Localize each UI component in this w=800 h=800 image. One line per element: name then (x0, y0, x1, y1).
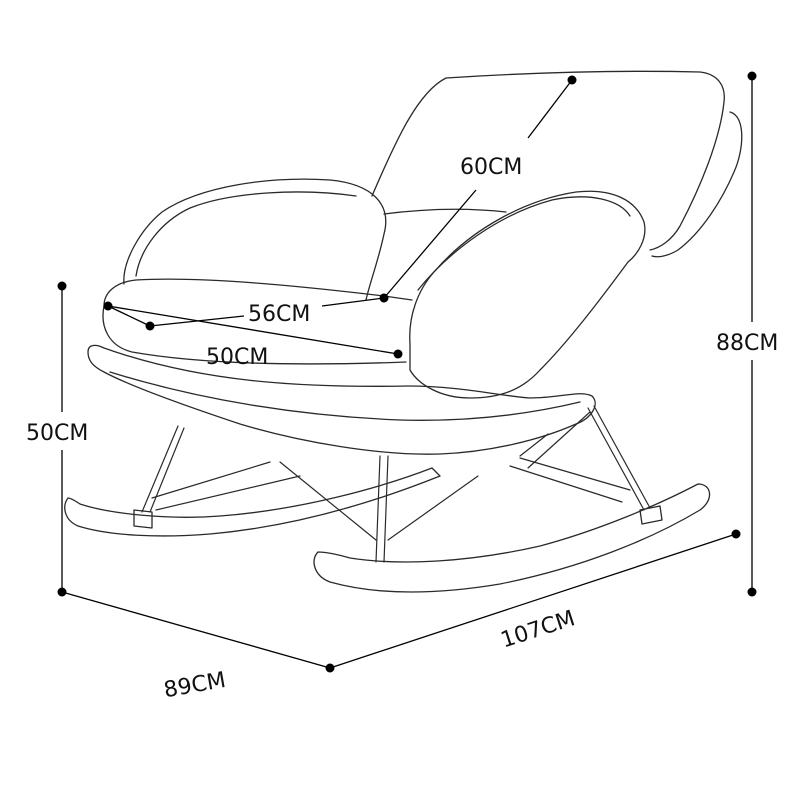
backrest-width-dot-top (567, 75, 577, 85)
left-rocker-bracket (133, 509, 153, 529)
seat-depth-dot-right (393, 349, 403, 359)
length-label: 107CM (498, 606, 578, 653)
left-armrest-inner (135, 191, 357, 277)
seat-cushion (103, 278, 413, 307)
right-armrest-inner (417, 196, 631, 291)
seat-depth-line (107, 305, 399, 355)
seat-cushion-front (102, 305, 407, 365)
backrest-width-line-lower (383, 189, 477, 299)
base-shell (87, 344, 596, 455)
total-height-label: 88CM (716, 331, 778, 356)
total-height-dot-bottom (747, 587, 757, 597)
right-armrest (409, 190, 646, 399)
length-dot-end (731, 529, 741, 539)
seat-height-dot-top (57, 281, 67, 291)
rocking-chair (64, 70, 743, 593)
back-cushion (383, 208, 507, 215)
dimension-labels: 60CM 56CM 50CM 50CM 88CM 107CM 89CM (26, 155, 778, 703)
backrest-width-label: 60CM (460, 155, 522, 180)
backrest-width-line (527, 79, 573, 139)
left-armrest (123, 178, 387, 301)
length-line (329, 533, 737, 669)
seat-depth-line-short (107, 305, 151, 327)
base-shell-inner (109, 371, 581, 421)
seat-width-line-right (321, 297, 385, 307)
backrest-side-edge (651, 111, 743, 258)
right-rocker-bracket (639, 505, 663, 525)
depth-label: 89CM (162, 668, 228, 703)
right-rocker (313, 483, 711, 593)
seat-depth-dot-left (103, 301, 113, 311)
seat-width-label: 56CM (248, 302, 310, 327)
depth-line (61, 591, 331, 669)
total-height-dot-top (747, 71, 757, 81)
dimension-lines (57, 71, 757, 673)
seat-depth-label: 50CM (206, 345, 268, 370)
left-rocker (64, 467, 441, 537)
metal-frame (141, 405, 651, 563)
seat-height-label: 50CM (26, 421, 88, 446)
backrest (371, 70, 725, 251)
